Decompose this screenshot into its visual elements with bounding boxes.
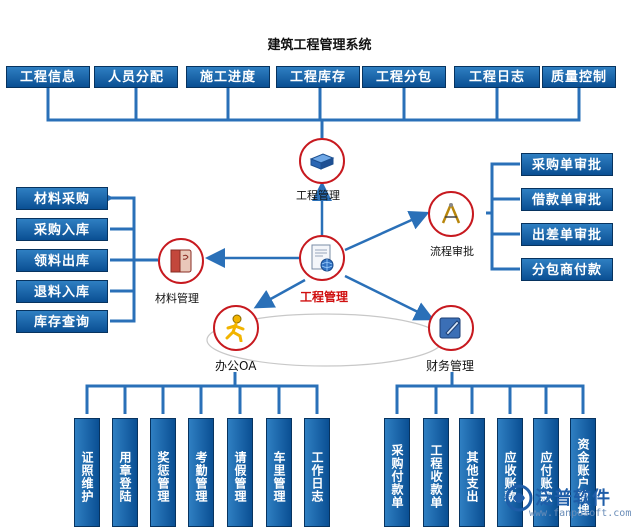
bottom-right-module-5[interactable]: 资金账户管理 (570, 418, 596, 527)
top-node-label: 工程管理 (296, 189, 340, 202)
top-module-3[interactable]: 工程库存 (276, 66, 360, 88)
right-module-3[interactable]: 分包商付款 (521, 258, 613, 281)
left-module-1[interactable]: 采购入库 (16, 218, 108, 241)
brand-swirl-icon (505, 484, 533, 512)
bottom-right-module-1[interactable]: 工程收款单 (423, 418, 449, 527)
top-node[interactable] (299, 138, 345, 184)
bottom-right-module-2[interactable]: 其他支出 (459, 418, 485, 527)
bottom-left-module-3[interactable]: 考勤管理 (188, 418, 214, 527)
center-node-label: 工程管理 (300, 290, 349, 304)
top-module-2[interactable]: 施工进度 (186, 66, 270, 88)
bottom-left-module-2[interactable]: 奖惩管理 (150, 418, 176, 527)
running-man-icon (225, 314, 245, 342)
bottom-left-module-5[interactable]: 车里管理 (266, 418, 292, 527)
office-node-label: 办公OA (215, 359, 257, 373)
right-node[interactable] (428, 191, 474, 237)
right-module-0[interactable]: 采购单审批 (521, 153, 613, 176)
left-node[interactable] (158, 238, 204, 284)
server-box-icon (309, 153, 335, 170)
bottom-left-module-1[interactable]: 用章登陆 (112, 418, 138, 527)
watermark-brand: 泛普软件 (535, 488, 611, 509)
bottom-left-module-4[interactable]: 请假管理 (227, 418, 253, 527)
document-globe-icon (311, 244, 334, 272)
top-module-6[interactable]: 质量控制 (542, 66, 616, 88)
top-module-4[interactable]: 工程分包 (362, 66, 446, 88)
right-node-label: 流程审批 (430, 245, 474, 258)
bottom-left-module-6[interactable]: 工作日志 (304, 418, 330, 527)
office-node[interactable] (213, 305, 259, 351)
left-module-2[interactable]: 领料出库 (16, 249, 108, 272)
bottom-left-module-0[interactable]: 证照维护 (74, 418, 100, 527)
watermark-url: www.fanpusoft.com (529, 508, 632, 519)
left-node-label: 材料管理 (155, 292, 199, 305)
finance-node-label: 财务管理 (426, 359, 475, 373)
bottom-right-module-4[interactable]: 应付账款 (533, 418, 559, 527)
approval-compass-icon (441, 203, 461, 224)
watermark-logo: 泛普软件 www.fanpusoft.com (505, 482, 635, 528)
finance-pen-icon (439, 317, 461, 339)
top-module-5[interactable]: 工程日志 (454, 66, 540, 88)
left-module-3[interactable]: 退料入库 (16, 280, 108, 303)
right-module-1[interactable]: 借款单审批 (521, 188, 613, 211)
finance-node[interactable] (428, 305, 474, 351)
left-module-0[interactable]: 材料采购 (16, 187, 108, 210)
material-folder-icon (170, 249, 192, 273)
center-node[interactable] (299, 235, 345, 281)
page-title: 建筑工程管理系统 (267, 38, 372, 53)
bottom-right-module-0[interactable]: 采购付款单 (384, 418, 410, 527)
top-module-0[interactable]: 工程信息 (6, 66, 90, 88)
right-module-2[interactable]: 出差单审批 (521, 223, 613, 246)
left-module-4[interactable]: 库存查询 (16, 310, 108, 333)
top-module-1[interactable]: 人员分配 (94, 66, 178, 88)
